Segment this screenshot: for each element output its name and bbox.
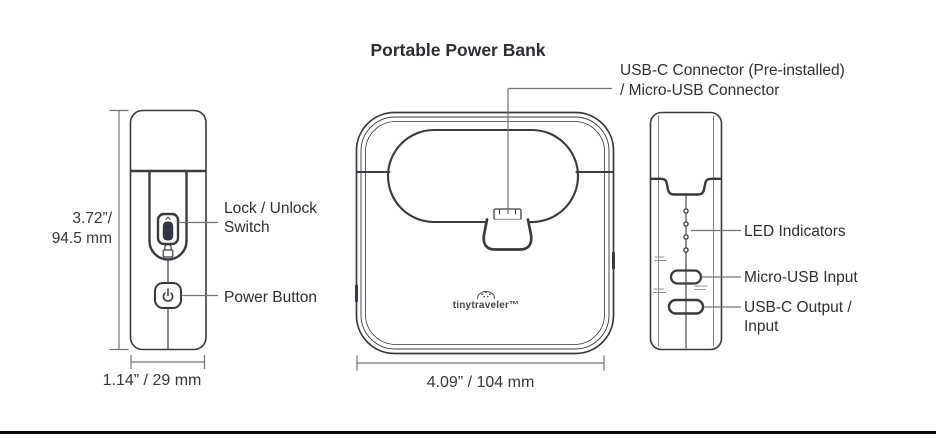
depth-dimension-label: 1.14” / 29 mm bbox=[102, 372, 202, 389]
height-dimension-line bbox=[109, 109, 129, 351]
left-dimension-lines bbox=[109, 109, 218, 369]
left-switch-channel bbox=[148, 170, 188, 261]
power-button-label: Power Button bbox=[224, 289, 318, 306]
usb-c-port bbox=[667, 298, 705, 315]
height-dimension-inches: 3.72”/ bbox=[72, 210, 112, 227]
width-dimension-label: 4.09” / 104 mm bbox=[426, 374, 535, 391]
micro-usb-input-label: Micro-USB Input bbox=[744, 269, 858, 286]
front-view bbox=[355, 111, 615, 355]
front-body-inset-2 bbox=[365, 121, 605, 345]
lock-icon bbox=[162, 243, 174, 258]
front-dome-recess bbox=[386, 128, 580, 224]
front-body-inset-1 bbox=[360, 116, 610, 350]
led-indicators-label: LED Indicators bbox=[744, 223, 846, 240]
engraved-spec-marks bbox=[653, 256, 708, 293]
micro-usb-port bbox=[669, 269, 703, 285]
footer-rule bbox=[0, 431, 936, 434]
usb-connector bbox=[482, 208, 533, 251]
lock-switch-label: Lock / Unlock Switch bbox=[224, 200, 318, 236]
width-dimension-line bbox=[356, 355, 605, 371]
height-dimension-label: 3.72”/ 94.5 mm bbox=[18, 209, 112, 248]
side-view-left bbox=[129, 109, 207, 351]
brand-logo-text: tinytraveler™ bbox=[452, 300, 520, 311]
top-connector-label: USB-C Connector (Pre-installed) / Micro-… bbox=[620, 62, 845, 99]
lock-switch-slider bbox=[162, 221, 174, 241]
depth-dimension-line bbox=[130, 355, 206, 369]
height-dimension-mm: 94.5 mm bbox=[51, 229, 112, 247]
lock-switch-arrow bbox=[165, 216, 171, 220]
brand-logo-icon bbox=[477, 291, 495, 299]
front-dimension-lines bbox=[356, 87, 612, 371]
power-icon bbox=[162, 288, 174, 302]
top-connector-leader bbox=[507, 87, 612, 214]
front-body-outline bbox=[355, 111, 615, 355]
page-title: Portable Power Bank bbox=[370, 40, 546, 60]
led-indicators bbox=[683, 208, 689, 253]
usb-c-output-label: USB-C Output / Input bbox=[744, 299, 852, 335]
right-top-notch bbox=[650, 177, 722, 196]
right-leader-lines bbox=[691, 229, 741, 308]
